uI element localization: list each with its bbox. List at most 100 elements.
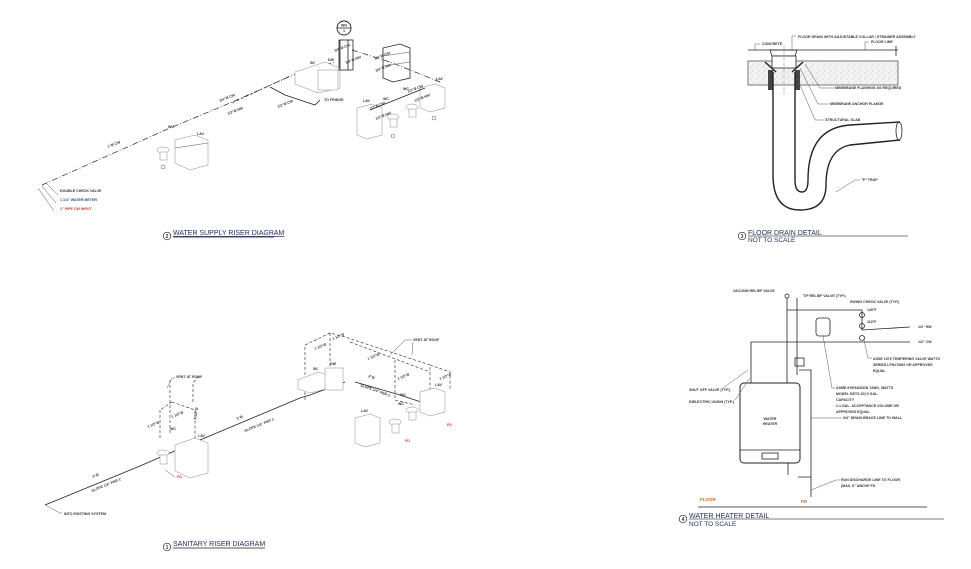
svg-text:MODEL DETS 20) 5 GAL.: MODEL DETS 20) 5 GAL. [836, 392, 878, 396]
svg-text:1 1/2"Ø: 1 1/2"Ø [147, 420, 160, 428]
svg-text:DW: DW [328, 58, 335, 62]
svg-text:1 1/2"Ø: 1 1/2"Ø [171, 410, 184, 418]
svg-text:110°F: 110°F [867, 320, 877, 324]
svg-text:1/2"Ø CW: 1/2"Ø CW [407, 84, 424, 94]
svg-text:3"Ø: 3"Ø [236, 415, 244, 421]
svg-text:FLOOR DRAIN WITH ADJUSTABLE CO: FLOOR DRAIN WITH ADJUSTABLE COLLAR / STR… [798, 35, 916, 39]
svg-text:3/4" DRAIN BRACE LINE TO WALL: 3/4" DRAIN BRACE LINE TO WALL [843, 416, 903, 420]
svg-text:2.1 GAL. ACCEPTANCE VOLUME OR: 2.1 GAL. ACCEPTANCE VOLUME OR [836, 404, 899, 408]
water-heater-detail: WATER HEATER VACUUM RELIEF VALVE T/P REL… [678, 289, 944, 528]
svg-text:WC: WC [170, 427, 176, 431]
svg-text:WH: WH [341, 24, 347, 28]
svg-text:RUN DISCHARGE LINE TO FLOOR: RUN DISCHARGE LINE TO FLOOR [841, 478, 900, 482]
water-heater-title: WATER HEATER DETAIL [689, 513, 769, 520]
svg-text:LAV: LAV [435, 383, 443, 387]
svg-text:FD: FD [447, 423, 452, 427]
svg-text:INTO EXISTING SYSTEM: INTO EXISTING SYSTEM [64, 512, 106, 516]
wh-branch [351, 49, 441, 83]
p-trap [772, 72, 901, 211]
svg-text:SHUT OFF VALVE (TYP.): SHUT OFF VALVE (TYP.) [689, 388, 731, 392]
fixture-lav-vanity-1 [156, 134, 209, 171]
svg-text:1 1/2"Ø: 1 1/2"Ø [397, 372, 410, 380]
svg-text:T/P RELIEF VALVE (TYP.): T/P RELIEF VALVE (TYP.) [803, 294, 846, 298]
svg-text:FD: FD [801, 499, 808, 504]
floor-drain-detail: CONCRETE FLOOR DRAIN WITH ADJUSTABLE COL… [737, 35, 916, 244]
svg-text:FD: FD [177, 475, 182, 479]
svg-text:LAV: LAV [361, 409, 369, 413]
svg-text:SK: SK [310, 61, 315, 65]
svg-text:SERIES LFN170M3 OR APPROVED: SERIES LFN170M3 OR APPROVED [873, 363, 933, 367]
svg-text:EQUAL: EQUAL [873, 369, 886, 373]
svg-text:3/4"Ø CW: 3/4"Ø CW [219, 93, 236, 103]
svg-text:3"Ø: 3"Ø [92, 473, 100, 479]
svg-text:"P" TRAP: "P" TRAP [861, 178, 878, 182]
fixture-water-heater-box [382, 43, 411, 83]
sanitary-riser-diagram: INTO EXISTING SYSTEM VENT AT ROOF VENT A… [44, 332, 452, 552]
svg-text:1 1/2"Ø: 1 1/2"Ø [193, 407, 199, 420]
svg-text:WC: WC [400, 393, 406, 397]
fridge-branch [269, 86, 321, 106]
svg-text:3/4"Ø CW: 3/4"Ø CW [374, 51, 391, 61]
svg-text:1" PIPE CW INPUT: 1" PIPE CW INPUT [60, 207, 92, 211]
svg-text:1/2"Ø CW: 1/2"Ø CW [277, 99, 294, 109]
svg-text:LAV: LAV [436, 77, 444, 81]
svg-text:ASME EXPANSION TANK, WATTS: ASME EXPANSION TANK, WATTS [836, 386, 894, 390]
svg-text:SLOPE 1/4" PER 1': SLOPE 1/4" PER 1' [360, 383, 392, 398]
svg-text:MEMBRANE ANCHOR FLANGE: MEMBRANE ANCHOR FLANGE [830, 102, 884, 106]
svg-text:APPROVED EQUAL: APPROVED EQUAL [836, 410, 871, 414]
svg-text:VENT AT ROOF: VENT AT ROOF [176, 375, 203, 379]
svg-text:HEATER: HEATER [763, 422, 778, 426]
svg-text:FLOOR: FLOOR [700, 497, 716, 502]
svg-text:1 1/2"Ø: 1 1/2"Ø [439, 372, 452, 380]
svg-text:1/2"Ø HW: 1/2"Ø HW [375, 111, 392, 121]
svg-text:1/2" CW: 1/2" CW [918, 340, 932, 344]
svg-text:SK: SK [313, 367, 318, 371]
svg-text:3"Ø: 3"Ø [368, 374, 376, 380]
svg-text:1: 1 [343, 29, 345, 33]
svg-text:SWING CHECK VALVE (TYP.): SWING CHECK VALVE (TYP.) [850, 300, 900, 304]
svg-text:3: 3 [741, 234, 744, 240]
svg-text:FLOOR LINE: FLOOR LINE [871, 40, 893, 44]
svg-text:MEMBRANE FLASHING AS REQUIRED: MEMBRANE FLASHING AS REQUIRED [835, 86, 902, 90]
sanitary-fixtures [156, 367, 446, 479]
svg-text:1/2"Ø HW: 1/2"Ø HW [414, 93, 431, 103]
svg-text:WC: WC [168, 125, 174, 129]
expansion-tank [815, 317, 831, 337]
svg-text:WATER: WATER [764, 417, 777, 421]
svg-text:VACUUM RELIEF VALVE: VACUUM RELIEF VALVE [733, 289, 775, 293]
svg-text:FD: FD [405, 439, 410, 443]
svg-text:LAV: LAV [198, 434, 206, 438]
water-supply-riser-diagram: WH 1 DOUBLE CHECK VALVE 1 1/4" WATER MET… [37, 20, 446, 241]
svg-text:WC: WC [383, 97, 389, 101]
svg-text:WC: WC [403, 87, 409, 91]
cw-line [750, 341, 910, 383]
svg-text:3/4"Ø HW: 3/4"Ø HW [345, 55, 362, 65]
svg-text:DW: DW [330, 362, 337, 366]
svg-text:CONCRETE: CONCRETE [762, 42, 783, 46]
svg-text:1 1/2"Ø: 1 1/2"Ø [367, 352, 380, 360]
svg-text:DIELECTRIC UNION (TYP.): DIELECTRIC UNION (TYP.) [689, 400, 735, 404]
svg-text:STRUCTURAL SLAB: STRUCTURAL SLAB [825, 118, 861, 122]
floor-drain-title: FLOOR DRAIN DETAIL [748, 230, 822, 237]
svg-text:VENT AT ROOF: VENT AT ROOF [413, 338, 440, 342]
fixture-kitchen [294, 61, 341, 94]
svg-text:3/4"Ø CW: 3/4"Ø CW [334, 43, 351, 53]
main-cw-line [41, 61, 336, 186]
svg-text:WC: WC [398, 402, 404, 406]
sanitary-title: SANITARY RISER DIAGRAM [173, 541, 265, 548]
svg-text:1 1/4" WATER METER: 1 1/4" WATER METER [60, 198, 97, 202]
fixture-bath-right [356, 83, 446, 140]
svg-text:3/4"Ø HW: 3/4"Ø HW [375, 63, 392, 73]
svg-text:1 1/2"Ø: 1 1/2"Ø [332, 332, 345, 340]
water-heater-tag: WH 1 [336, 20, 354, 71]
svg-text:ASSE 1070 TEMPERING VALVE WATT: ASSE 1070 TEMPERING VALVE WATTS [873, 357, 940, 361]
svg-text:LAV: LAV [197, 132, 205, 136]
svg-text:NOT TO SCALE: NOT TO SCALE [689, 521, 737, 528]
svg-text:NOT TO SCALE: NOT TO SCALE [748, 237, 796, 244]
svg-text:1"Ø CW: 1"Ø CW [107, 140, 122, 149]
svg-text:1/2" HW: 1/2" HW [918, 325, 932, 329]
svg-text:(MAX. 6" ABOVE FD: (MAX. 6" ABOVE FD [841, 484, 876, 488]
svg-text:4: 4 [682, 517, 685, 523]
svg-text:TO FRIDGE: TO FRIDGE [324, 98, 344, 102]
